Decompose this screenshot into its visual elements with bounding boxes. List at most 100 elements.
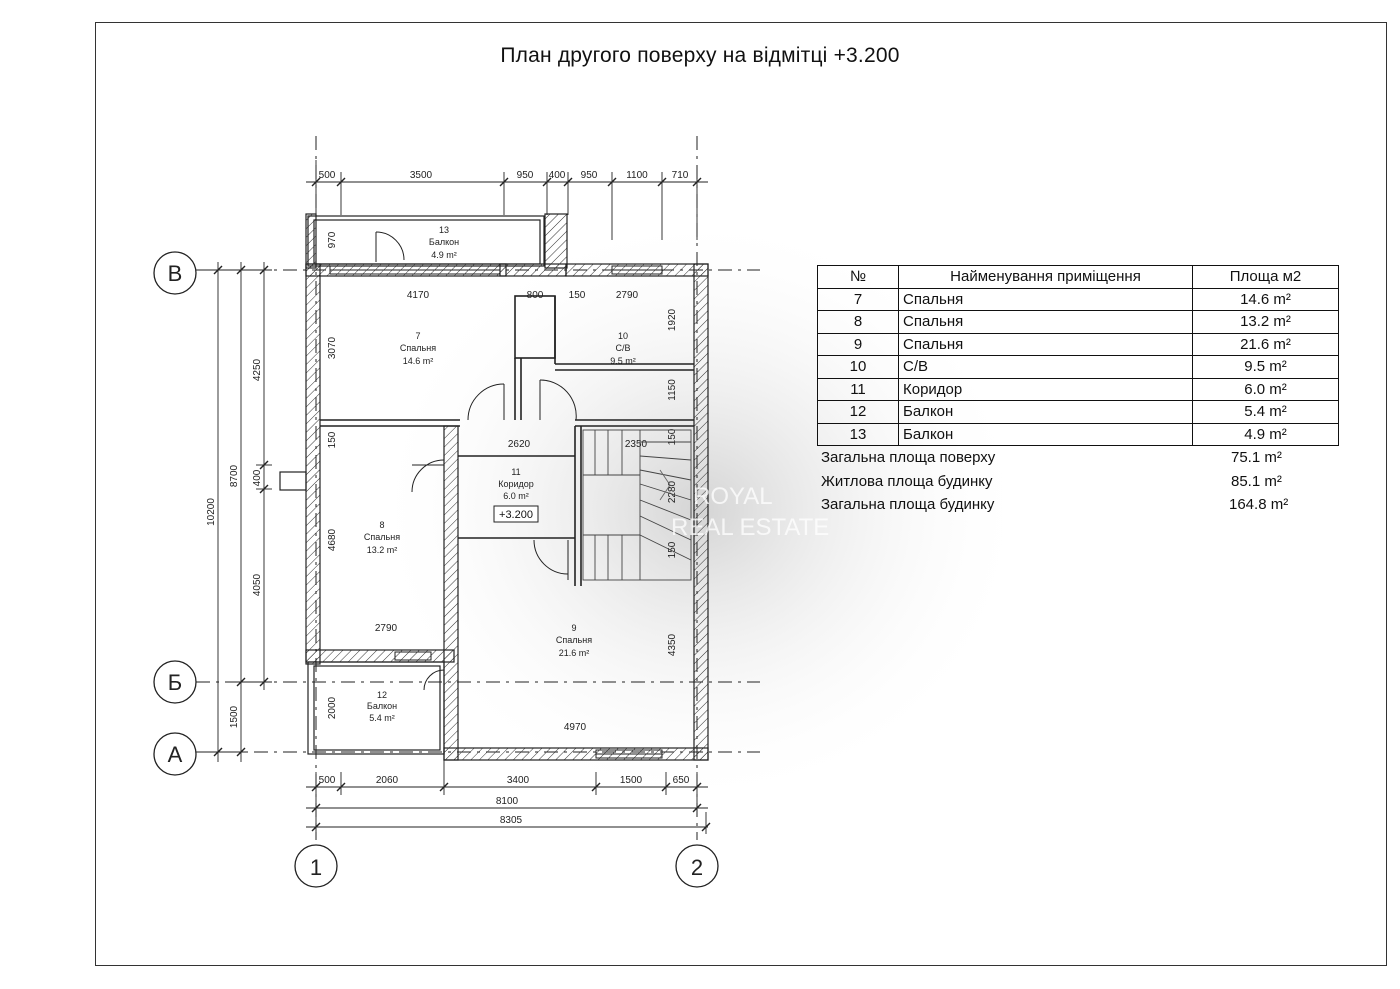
room-11-name: Коридор: [498, 479, 534, 489]
axis-bubble-2: [675, 844, 719, 888]
axis-label-2: 2: [691, 855, 703, 880]
room-13-name: Балкон: [429, 237, 459, 247]
dim-bottom-total-2: 8305: [500, 815, 523, 826]
row-number: 7: [817, 287, 899, 311]
room-12-number: 12: [377, 690, 387, 700]
dim-right-2: 1150: [667, 379, 678, 401]
row-number: 9: [817, 332, 899, 356]
dim-wall-4: 4680: [327, 528, 338, 551]
dim-left-mid: 8700: [229, 464, 240, 487]
row-area: 5.4 m²: [1192, 400, 1339, 424]
dim-top-5: 950: [581, 170, 598, 181]
room-8-name: Спальня: [364, 532, 400, 542]
row-name: Спальня: [898, 287, 1193, 311]
axis-bubble-v: [153, 251, 197, 295]
level-mark-box: [493, 505, 539, 523]
dim-wall-5: 2000: [327, 696, 338, 719]
axis-bubble-1: [294, 844, 338, 888]
left-bay: [279, 471, 307, 491]
table-row: 10 С/В 9.5 m²: [817, 355, 1339, 379]
summary-value: 75.1 m²: [1231, 449, 1282, 466]
room-13-number: 13: [439, 225, 449, 235]
room-9-name: Спальня: [556, 635, 592, 645]
row-area: 21.6 m²: [1192, 332, 1339, 356]
summary-total-house: Загальна площа будинку 164.8 m²: [821, 496, 1288, 513]
dim-top-3: 950: [517, 170, 534, 181]
row-name: Спальня: [898, 310, 1193, 334]
room-10-number: 10: [618, 331, 628, 341]
summary-value: 85.1 m²: [1231, 473, 1282, 490]
room-7-name: Спальня: [400, 343, 436, 353]
table-row: 7 Спальня 14.6 m²: [817, 287, 1339, 311]
dim-top-4: 400: [549, 170, 566, 181]
dim-left-inner-1: 4250: [252, 358, 263, 381]
row-name: Коридор: [898, 377, 1193, 401]
watermark-line-2: REAL ESTATE: [671, 514, 829, 541]
table-row: 11 Коридор 6.0 m²: [817, 377, 1339, 401]
interior-partitions: [320, 295, 694, 586]
row-area: 4.9 m²: [1192, 422, 1339, 446]
axis-label-b: Б: [168, 670, 182, 695]
level-mark: +3.200: [499, 509, 533, 521]
dimension-ticks: [213, 177, 711, 832]
dim-corridor-1: 2620: [508, 439, 531, 450]
dim-top-2: 3500: [410, 170, 433, 181]
table-row: 8 Спальня 13.2 m²: [817, 310, 1339, 334]
dim-inner-bottom-8: 2790: [375, 623, 398, 634]
row-area: 13.2 m²: [1192, 310, 1339, 334]
summary-label: Загальна площа поверху: [821, 449, 996, 466]
col-header-area: Площа м2: [1192, 265, 1339, 289]
dim-right-6: 4350: [667, 633, 678, 656]
table-row: 12 Балкон 5.4 m²: [817, 400, 1339, 424]
room-10-name: С/В: [615, 343, 630, 353]
dim-wall-3: 150: [327, 431, 338, 448]
dim-inner-top-4: 2790: [616, 290, 639, 301]
axis-label-1: 1: [310, 855, 322, 880]
rooms-table-header: № Найменування приміщення Площа м2: [817, 265, 1339, 289]
room-9-number: 9: [571, 623, 576, 633]
row-name: Балкон: [898, 422, 1193, 446]
row-number: 8: [817, 310, 899, 334]
row-name: Спальня: [898, 332, 1193, 356]
dim-top-1: 500: [319, 170, 336, 181]
dim-bottom-1: 500: [319, 775, 336, 786]
dim-top-6: 1100: [626, 170, 648, 181]
dim-right-4: 2280: [667, 480, 678, 503]
summary-total-floor: Загальна площа поверху 75.1 m²: [821, 449, 1282, 466]
row-number: 11: [817, 377, 899, 401]
row-area: 9.5 m²: [1192, 355, 1339, 379]
room-11-area: 6.0 m²: [503, 491, 529, 501]
dim-top-7: 710: [672, 170, 689, 181]
summary-living-area: Житлова площа будинку 85.1 m²: [821, 473, 1282, 490]
table-row: 9 Спальня 21.6 m²: [817, 332, 1339, 356]
dim-inner-top-1: 4170: [407, 290, 430, 301]
row-number: 12: [817, 400, 899, 424]
row-area: 14.6 m²: [1192, 287, 1339, 311]
axis-bubble-a: [153, 732, 197, 776]
dim-right-5: 150: [667, 541, 678, 558]
dim-left-b: 1500: [229, 705, 240, 728]
rooms-table: № Найменування приміщення Площа м2 7 Спа…: [817, 265, 1339, 446]
dim-wall-1: 970: [327, 231, 338, 248]
table-row: 13 Балкон 4.9 m²: [817, 422, 1339, 446]
drawing-sheet-frame: [95, 22, 1387, 966]
door-swings: [375, 231, 577, 691]
row-area: 6.0 m²: [1192, 377, 1339, 401]
dim-bottom-total-1: 8100: [496, 796, 519, 807]
staircase: [582, 429, 692, 581]
room-7-number: 7: [415, 331, 420, 341]
col-header-number: №: [817, 265, 899, 289]
col-header-name: Найменування приміщення: [898, 265, 1193, 289]
dim-bottom-3: 3400: [507, 775, 530, 786]
room-11-number: 11: [511, 467, 520, 477]
row-name: Балкон: [898, 400, 1193, 424]
dim-bottom-2: 2060: [376, 775, 399, 786]
axis-bubble-b: [153, 660, 197, 704]
room-7-area: 14.6 m²: [403, 356, 434, 366]
summary-value: 164.8 m²: [1229, 496, 1289, 513]
dim-right-1: 1920: [667, 308, 678, 331]
row-number: 10: [817, 355, 899, 379]
summary-label: Загальна площа будинку: [821, 496, 995, 513]
dim-wall-2: 3070: [327, 336, 338, 359]
